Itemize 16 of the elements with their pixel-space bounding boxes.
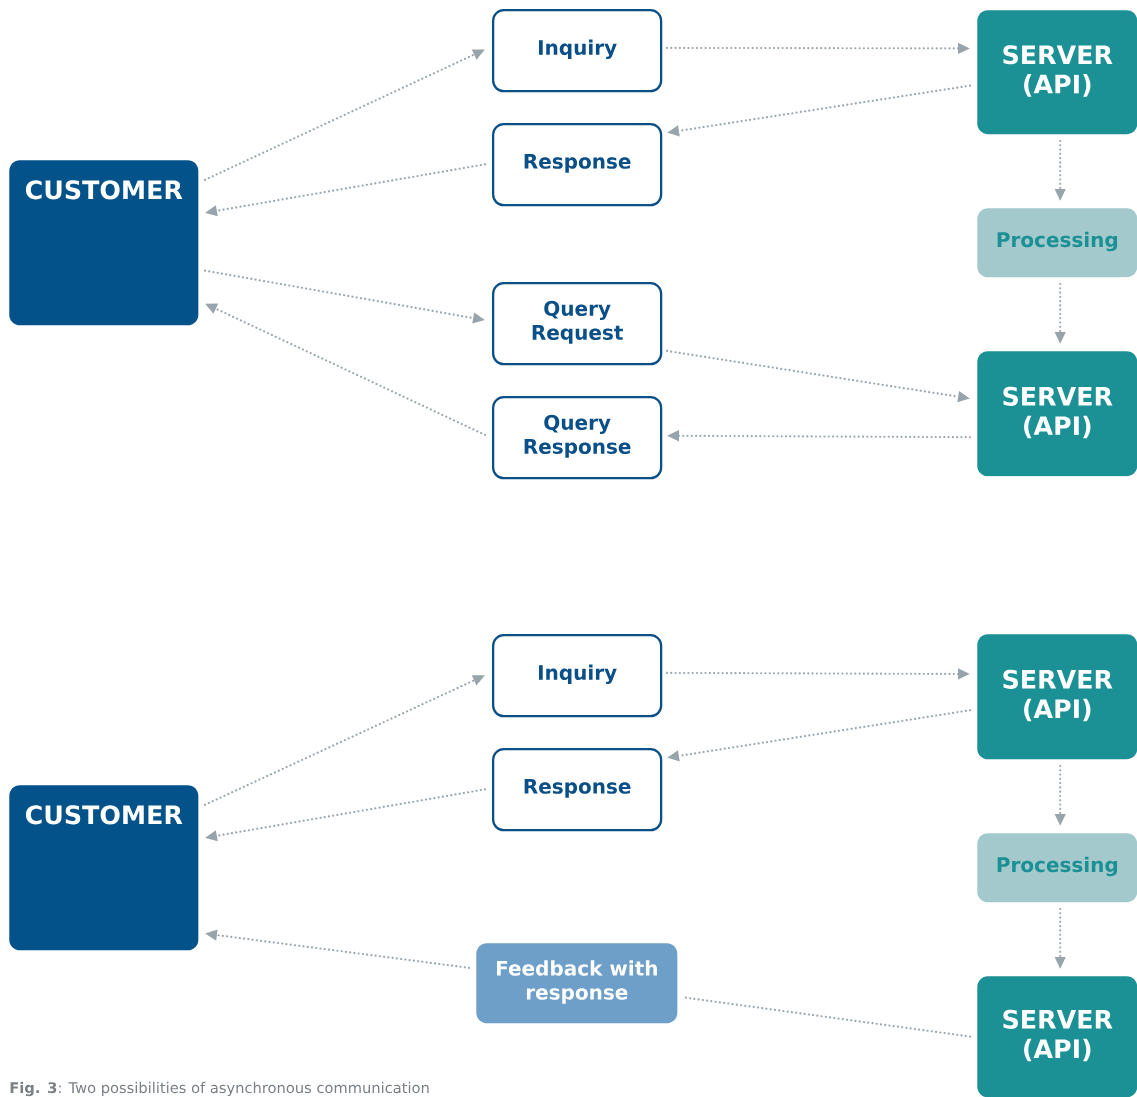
customer-box: CUSTOMER [9,785,199,951]
processing-box: Processing [977,833,1137,903]
server-box: SERVER (API) [977,976,1137,1097]
customer-box: CUSTOMER [9,160,199,326]
server-box: SERVER (API) [977,351,1137,477]
caption: Fig. 3: Two possibilities of asynchronous communication [10,1081,429,1097]
server-box: SERVER (API) [977,634,1137,760]
message-box: Response [492,123,663,207]
server-box: SERVER (API) [977,10,1137,135]
message-box: Inquiry [492,634,663,718]
message-box: Response [492,748,663,832]
message-box: Query Request [492,282,663,366]
feedback-box: Feedback with response [476,943,678,1024]
message-box: Query Response [492,396,663,480]
message-box: Inquiry [492,9,663,93]
processing-box: Processing [977,208,1137,278]
